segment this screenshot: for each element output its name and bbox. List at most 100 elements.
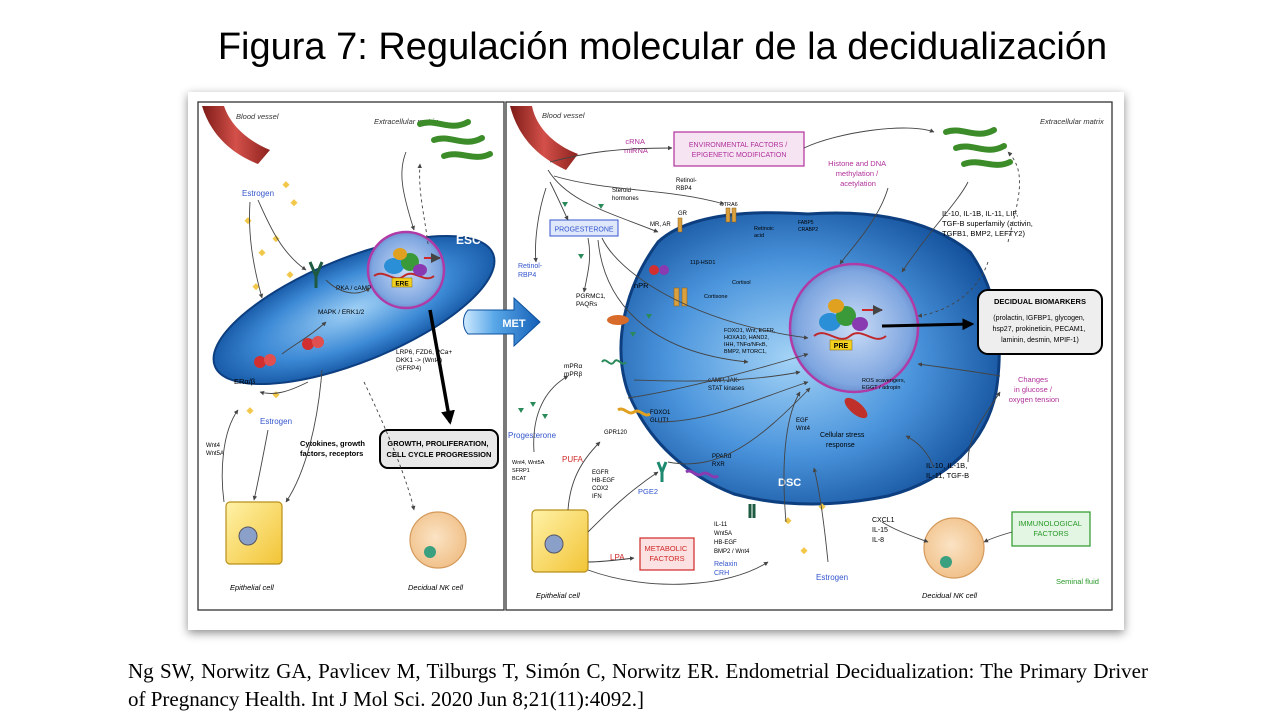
cxcl-text: CXCL1 IL-15 IL-8	[872, 517, 897, 544]
metabolic-text: METABOLIC FACTORS	[645, 544, 690, 563]
dsc-ecm-label: Extracellular matrix	[1040, 117, 1104, 126]
dsc-ecm-icon	[943, 127, 1013, 168]
immuno-text: IMMUNOLOGICAL FACTORS	[1018, 519, 1084, 538]
npr-label: nPR	[634, 281, 649, 290]
histone-text: Histone and DNA methylation / acetylatio…	[828, 159, 888, 188]
blood-vessel-icon	[202, 106, 270, 164]
npr-icon	[649, 265, 669, 275]
ere-label: ERE	[395, 281, 409, 288]
esc-blood-vessel-label: Blood vessel	[236, 112, 279, 121]
steroid-text: Steroid hormones	[612, 188, 639, 202]
met-label: MET	[502, 318, 526, 330]
decidualization-diagram: Blood vessel Extracellular matrix Estrog…	[197, 101, 1113, 611]
cytokines-text: Cytokines, growth factors, receptors	[300, 439, 367, 458]
esc-ecm-label: Extracellular matrix	[374, 117, 438, 126]
esc-wnt-text: LRP6, FZD6, PCa+ DKK1 -> (Wnt4) (SFRP4)	[396, 349, 454, 372]
mapk-label: MAPK / ERK1/2	[318, 309, 365, 316]
esc-estrogen-top: Estrogen	[242, 189, 274, 198]
growth-box-text: GROWTH, PROLIFERATION, CELL CYCLE PROGRE…	[387, 439, 492, 459]
er-dimer-icon	[254, 336, 324, 368]
pre-box	[829, 339, 853, 351]
pka-label: PKA / cAMP	[336, 285, 371, 292]
glucose-text: Changes in glucose / oxygen tension	[1009, 375, 1059, 404]
met-arrow	[463, 296, 541, 348]
growth-proliferation-box	[379, 429, 499, 469]
retinol-left-text: Retinol- RBP4	[518, 263, 544, 279]
progesterone-box-label: PROGESTERONE	[554, 227, 613, 234]
environmental-text: ENVIRONMENTAL FACTORS / EPIGENETIC MODIF…	[689, 142, 789, 159]
biomarkers-text: (prolactin, IGFBP1, glycogen, hsp27, pro…	[993, 315, 1088, 344]
esc-estrogen-bottom: Estrogen	[260, 417, 292, 426]
mpr-icon	[601, 359, 627, 365]
dsc-dna-complex-icon	[813, 299, 887, 340]
mpr-text: mPRα mPRβ	[564, 363, 584, 378]
pgrmc-text: PGRMC1, PAQRs	[576, 293, 607, 308]
crna-text: cRNA miRNA	[624, 137, 648, 155]
retinol-top-text: Retinol- RBP4	[676, 178, 698, 192]
cortisol-label: Cortisol	[732, 280, 751, 286]
dsc-nk-label: Decidual NK cell	[922, 591, 977, 600]
esc-dna-complex-icon	[373, 248, 441, 280]
retinoic-text: Retinoic acid	[754, 226, 775, 239]
ros-text: ROS scavengers, EGGT / adropin	[862, 378, 907, 391]
biomarkers-title: DECIDUAL BIOMARKERS	[994, 297, 1086, 306]
decidual-biomarkers-box	[977, 289, 1103, 355]
dsc-nk-cell-icon	[923, 517, 985, 579]
lpa-label: LPA	[610, 553, 625, 562]
il10-bottom-text: IL-10, IL-1B, IL-11, TGF-B	[926, 461, 969, 480]
receptor-icons	[673, 207, 737, 307]
relaxin-text: Relaxin CRH	[714, 561, 739, 577]
pge2-label: PGE2	[638, 487, 658, 496]
fabp5-text: FABP5 CRABP2	[798, 220, 818, 233]
esc-epithelial-label: Epithelial cell	[230, 583, 274, 592]
esc-arrows	[221, 151, 429, 511]
dsc-wnt-text: Wnt4, Wnt5A SFRP1 BCAT	[512, 460, 546, 482]
mr-ar-label: MR, AR	[650, 222, 671, 228]
seminal-label: Seminal fluid	[1056, 577, 1099, 586]
il10-top-text: IL-10, IL-1B, IL-11, LIF, TGF-B superfam…	[942, 209, 1035, 238]
slide-title: Figura 7: Regulación molecular de la dec…	[217, 26, 1108, 68]
immunological-box	[1011, 511, 1091, 547]
dsc-cell-label: DSC	[778, 477, 801, 489]
biomarker-arrow	[881, 318, 975, 331]
citation: Ng SW, Norwitz GA, Pavlicev M, Tilburgs …	[128, 659, 1148, 711]
dsc-blood-vessel-label: Blood vessel	[542, 111, 585, 120]
hsd-label: 11β-HSD1	[690, 260, 715, 266]
gpr120-icon	[617, 407, 651, 417]
foxo-text: FOXO1 GLUT1	[650, 410, 672, 424]
genes-text: FOXO1, Wnt, EGFR, HOXA10, HAND2, IHH, TN…	[724, 328, 777, 355]
stress-text: Cellular stress response	[820, 432, 866, 449]
pufa-label: PUFA	[562, 455, 584, 464]
pge2-receptor-icon	[656, 461, 668, 482]
green-triangle-markers	[518, 202, 652, 419]
environmental-box	[673, 131, 805, 167]
metabolic-box	[639, 537, 695, 571]
dsc-epithelial-label: Epithelial cell	[536, 591, 580, 600]
figure-frame: Blood vessel Extracellular matrix Estrog…	[188, 92, 1124, 630]
extracellular-matrix-icon	[417, 119, 493, 160]
dsc-estrogen-label: Estrogen	[816, 573, 848, 582]
egfr-text: EGFR HB-EGF COX2 IFN	[592, 470, 616, 500]
camp-text: cAMP, JAK- STAT kinases	[708, 378, 744, 392]
progesterone-box	[549, 219, 619, 237]
egf-text: EGF Wnt4	[796, 418, 811, 432]
dsc-arrows	[533, 127, 1020, 585]
esc-wnt4-text: Wnt4 Wnt5A	[206, 443, 224, 457]
il11-text: IL-11 Wnt5A HB-EGF BMP2 / Wnt4	[714, 522, 750, 555]
cortisone-label: Cortisone	[704, 294, 728, 300]
ppar-receptor-icon	[685, 469, 719, 479]
esc-receptor-icon	[308, 261, 324, 288]
gr-label: GR	[678, 211, 688, 217]
pre-label: PRE	[834, 343, 849, 350]
nk-cell-icon	[409, 511, 467, 569]
growth-arrow	[428, 309, 455, 425]
er-label: ERα/β	[234, 377, 256, 386]
progesterone-free-label: Progesterone	[508, 431, 557, 440]
esc-nk-label: Decidual NK cell	[408, 583, 463, 592]
ere-box	[391, 277, 413, 288]
esc-cell-label: ESC	[456, 233, 481, 247]
gpr-label: GPR120	[604, 430, 628, 436]
pgrmc-icon	[607, 315, 629, 325]
egf-receptor-icon	[748, 504, 756, 518]
dsc-estrogen-molecules	[784, 503, 826, 555]
